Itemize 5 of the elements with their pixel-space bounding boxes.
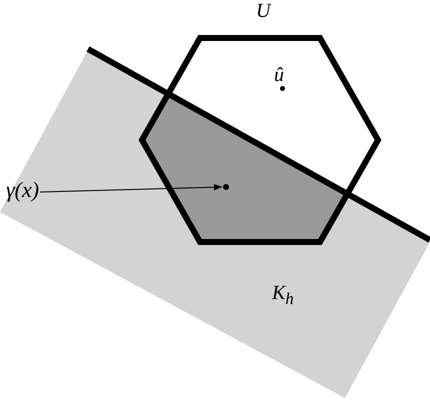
math-label: û xyxy=(274,64,284,86)
math-label: U xyxy=(256,0,270,22)
leader-arrow xyxy=(40,184,222,192)
math-label: K$_{h}$ xyxy=(272,282,294,310)
math-label: γ(x) xyxy=(6,179,40,201)
